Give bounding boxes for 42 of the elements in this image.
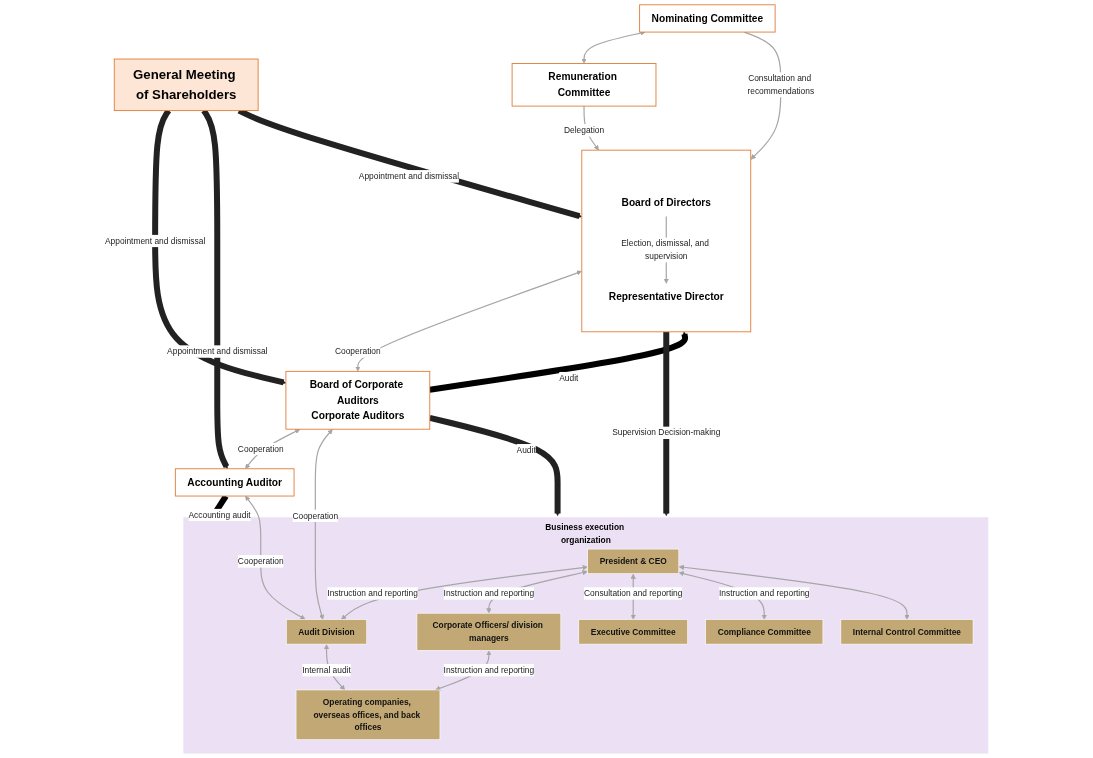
node-box: Internal Control Committee — [840, 619, 974, 645]
edge-label: Appointment and dismissal — [358, 171, 460, 181]
node-box: Remuneration Committee — [511, 63, 657, 107]
node-box: Operating companies, overseas offices, and back offices — [295, 689, 441, 740]
edge-label: Cooperation — [237, 443, 284, 454]
edge-label: Appointment and dismissal — [104, 235, 206, 246]
edge-label: Consultation and recommendations — [747, 73, 815, 96]
arrow — [429, 331, 688, 393]
node-box: President & CEO — [587, 548, 680, 574]
node-box: General Meeting of Shareholders — [113, 58, 259, 112]
node-box: Nominating Committee — [639, 4, 776, 33]
edge-label: Audit — [559, 373, 579, 383]
node-box: Board of Corporate Auditors Corporate Auditors — [285, 370, 431, 430]
edge-label: Cooperation — [334, 346, 381, 357]
edge-label: Cooperation — [292, 510, 339, 521]
node-box: Corporate Officers/ division managers — [416, 612, 562, 651]
arrow — [581, 30, 646, 64]
edge-label: Internal audit — [302, 665, 351, 675]
cluster — [581, 149, 752, 333]
edge-label: Instruction and reporting — [327, 588, 418, 598]
edge-label: Consultation and reporting — [584, 588, 683, 598]
arrow — [355, 270, 582, 372]
arrow — [314, 429, 333, 620]
edge-label: Instruction and reporting — [443, 588, 535, 598]
edge-label: Cooperation — [237, 556, 284, 566]
edge-label: Supervision Decision-making — [612, 427, 721, 438]
edge-label: Instruction and reporting — [719, 588, 810, 598]
node-box: Compliance Committee — [705, 619, 824, 645]
node-box: Accounting Auditor — [174, 468, 295, 497]
edge-label: Instruction and reporting — [443, 665, 535, 675]
node-box: Executive Committee — [578, 619, 688, 645]
arrow — [663, 331, 670, 517]
edge-label: Audit — [516, 445, 536, 455]
node-text: Representative Director — [608, 291, 724, 303]
edge-label: Delegation — [563, 125, 605, 135]
arrow — [245, 495, 306, 620]
edge-label: Accounting audit — [188, 509, 251, 520]
edge-label: Appointment and dismissal — [167, 346, 268, 357]
node-text: Board of Directors — [621, 196, 711, 209]
edge-label: Election, dismissal, and supervision — [621, 238, 709, 261]
arrow — [429, 414, 561, 517]
node-box: Audit Division — [286, 619, 368, 645]
